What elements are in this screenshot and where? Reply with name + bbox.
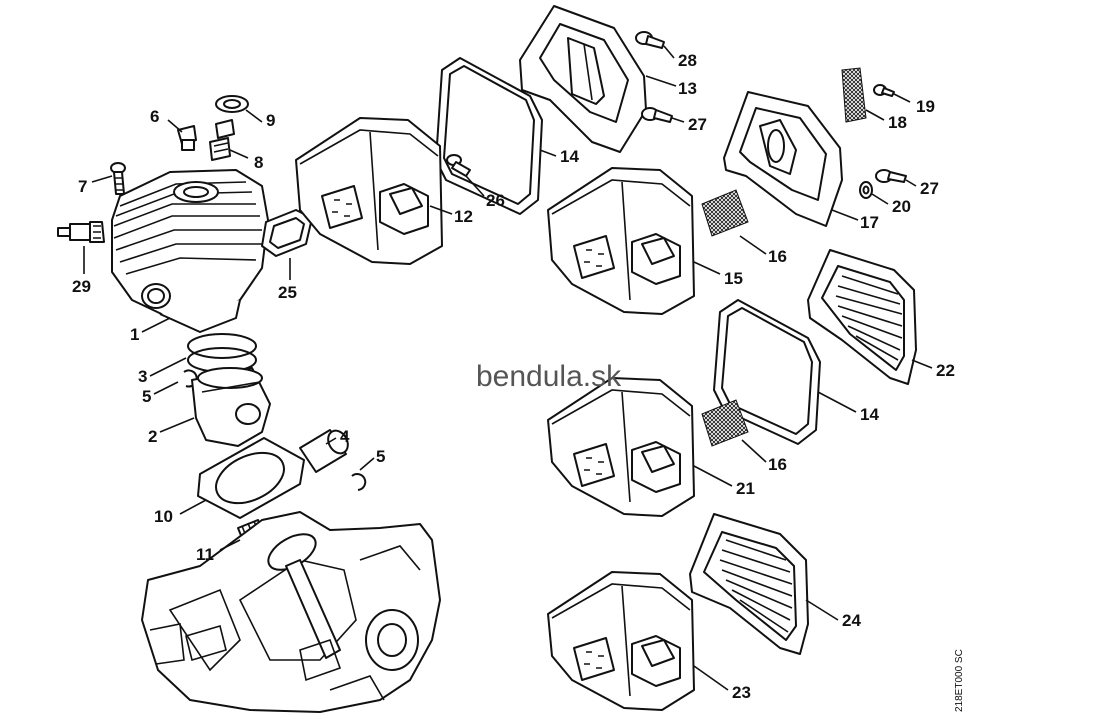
callout-20: 20 <box>892 197 911 216</box>
callout-2: 2 <box>148 427 157 446</box>
callout-6: 6 <box>150 107 159 126</box>
callout-27-lower: 27 <box>920 179 939 198</box>
screen-18 <box>841 67 867 123</box>
callout-24: 24 <box>842 611 861 630</box>
screw-19 <box>873 84 895 97</box>
callout-27-upper: 27 <box>688 115 707 134</box>
screw-27-lower <box>875 169 907 183</box>
cylinder-screw <box>110 162 126 195</box>
callout-25: 25 <box>278 283 297 302</box>
callout-17: 17 <box>860 213 879 232</box>
leader-lines <box>83 45 933 691</box>
callout-13: 13 <box>678 79 697 98</box>
drawing-code: 218ET000 SC <box>954 649 965 712</box>
piston-circlip-right <box>351 473 367 491</box>
intake-gasket <box>261 209 313 257</box>
piston-pin <box>299 429 349 473</box>
callout-26: 26 <box>486 191 505 210</box>
callout-29: 29 <box>72 277 91 296</box>
washer-20 <box>859 181 873 199</box>
callout-21: 21 <box>736 479 755 498</box>
watermark: bendula.sk <box>476 360 622 393</box>
callout-18: 18 <box>888 113 907 132</box>
muffler-21 <box>547 377 695 517</box>
callout-labels: 1 2 3 4 5 5 6 7 8 9 10 11 12 13 14 14 15… <box>72 51 955 702</box>
callout-16-upper: 16 <box>768 247 787 266</box>
callout-1: 1 <box>130 325 139 344</box>
cylinder-base-gasket <box>197 437 305 519</box>
callout-4: 4 <box>340 427 350 446</box>
spark-arrest-screen-upper <box>701 189 749 237</box>
callout-14-upper: 14 <box>560 147 579 166</box>
callout-12: 12 <box>454 207 473 226</box>
plug-screw <box>177 125 197 151</box>
callout-11: 11 <box>196 545 214 564</box>
callout-22: 22 <box>936 361 955 380</box>
callout-7: 7 <box>78 177 87 196</box>
cylinder <box>111 169 269 333</box>
muffler-gasket-lower <box>713 299 821 445</box>
screw-27-upper <box>641 107 673 123</box>
muffler-23 <box>547 571 695 711</box>
callout-9: 9 <box>266 111 275 130</box>
screw-28 <box>635 31 665 49</box>
callout-16-lower: 16 <box>768 455 787 474</box>
callout-3: 3 <box>138 367 147 386</box>
callout-14-lower: 14 <box>860 405 879 424</box>
callout-5-left: 5 <box>142 387 151 406</box>
decompression-valve-cap <box>215 95 249 113</box>
callout-8: 8 <box>254 153 263 172</box>
muffler-15 <box>547 167 695 315</box>
muffler-cover-upper <box>519 5 647 153</box>
muffler-cover-17 <box>723 91 843 227</box>
callout-23: 23 <box>732 683 751 702</box>
callout-19: 19 <box>916 97 935 116</box>
spark-plug <box>57 221 105 243</box>
spark-arrest-screen-lower <box>701 399 749 447</box>
callout-28: 28 <box>678 51 697 70</box>
decompression-valve <box>209 119 235 161</box>
cover-24 <box>689 513 809 655</box>
cover-22 <box>807 249 917 385</box>
muffler-12 <box>295 117 443 265</box>
callout-15: 15 <box>724 269 743 288</box>
callout-5-right: 5 <box>376 447 385 466</box>
crankcase <box>141 511 441 713</box>
piston <box>191 367 271 447</box>
callout-10: 10 <box>154 507 173 526</box>
piston-rings <box>187 333 257 373</box>
